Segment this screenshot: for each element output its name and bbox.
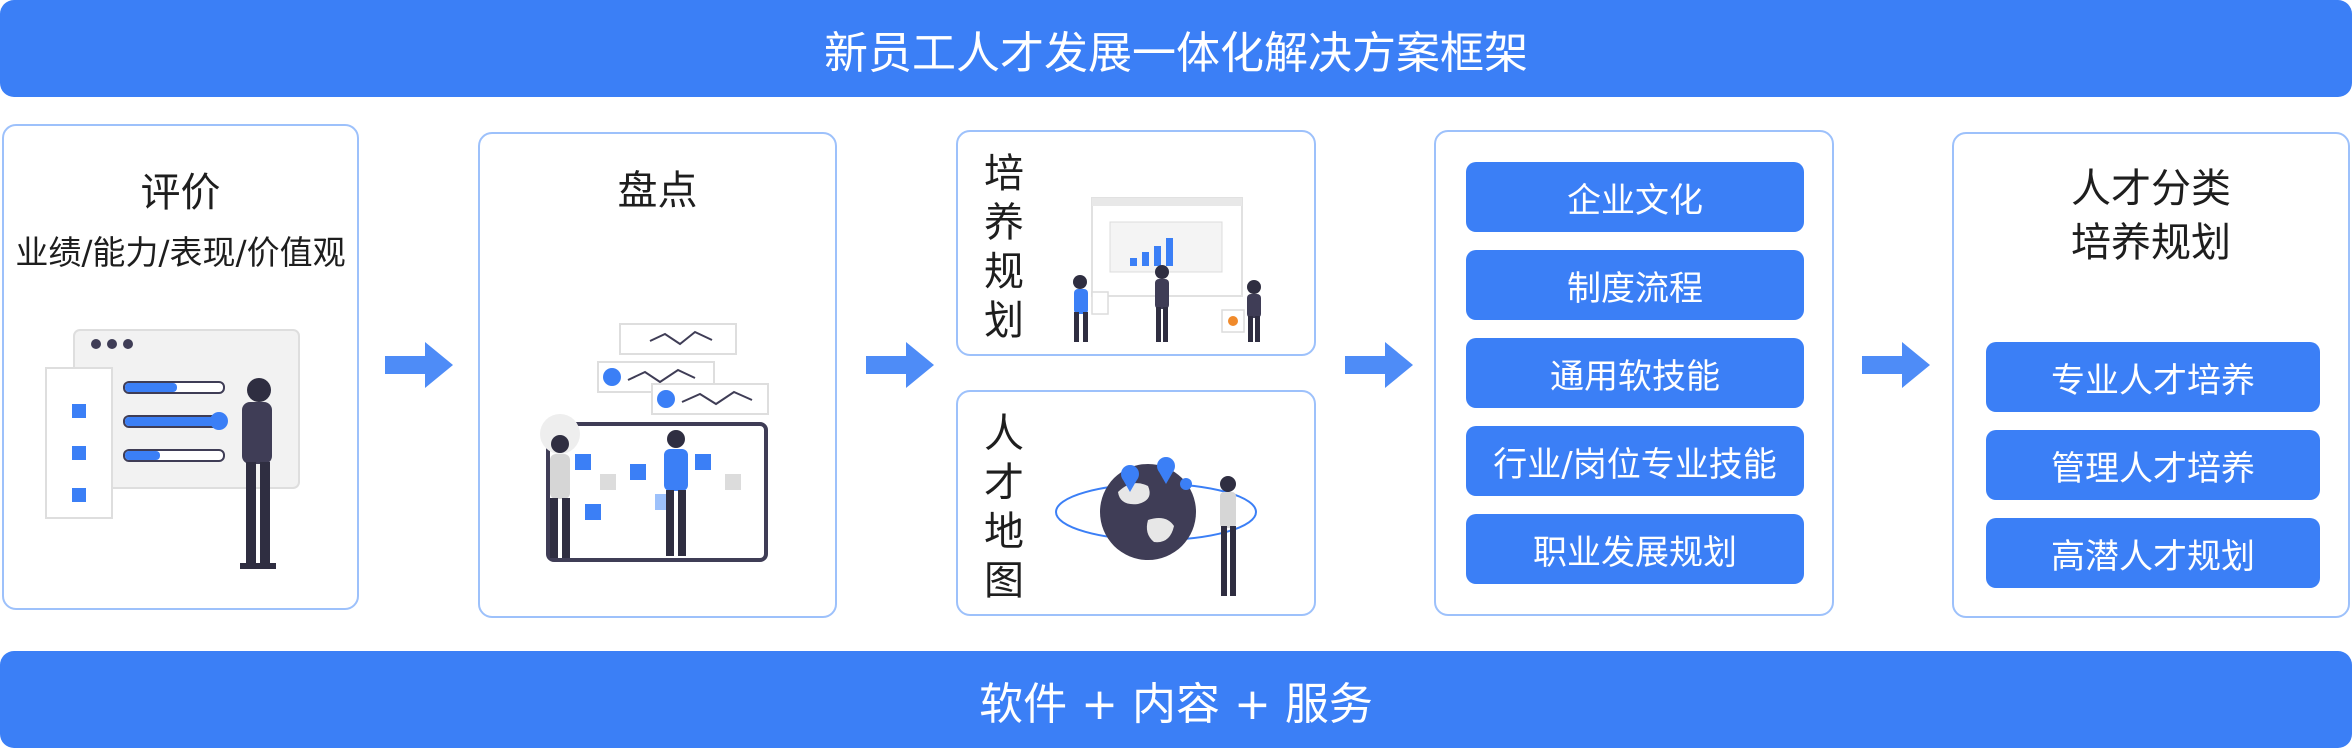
classification-item-professional: 专业人才培养 [1986, 342, 2320, 412]
training-plan-char: 培 [984, 151, 1024, 197]
classification-title-line1: 人才分类 [2071, 166, 2231, 212]
header-title: 新员工人才发展一体化解决方案框架 [824, 27, 1528, 79]
training-plan-char: 养 [984, 200, 1024, 246]
talent-map-char: 地 [984, 509, 1024, 555]
panel-content: 企业文化 制度流程 通用软技能 行业/岗位专业技能 职业发展规划 [1434, 130, 1834, 616]
content-item-professional-skills: 行业/岗位专业技能 [1466, 426, 1804, 496]
panel-training-plan: 培 养 规 划 [956, 130, 1316, 356]
talent-map-char: 才 [984, 460, 1024, 506]
panel-inventory: 盘点 [478, 132, 837, 618]
talent-map-vertical-title: 人 才 地 图 [982, 410, 1026, 606]
evaluation-title: 评价 [140, 170, 221, 216]
content-item-career-planning: 职业发展规划 [1466, 514, 1804, 584]
talent-map-char: 人 [984, 411, 1024, 457]
arrow-right-icon [866, 342, 934, 388]
training-plan-vertical-title: 培 养 规 划 [982, 150, 1026, 346]
content-item-corporate-culture: 企业文化 [1466, 162, 1804, 232]
panel-talent-map: 人 才 地 图 [956, 390, 1316, 616]
inventory-title: 盘点 [617, 168, 698, 214]
arrow-right-icon [385, 342, 453, 388]
arrow-right-icon [1345, 342, 1413, 388]
classification-item-high-potential: 高潜人才规划 [1986, 518, 2320, 588]
classification-item-management: 管理人才培养 [1986, 430, 2320, 500]
talent-map-char: 图 [984, 558, 1024, 604]
classification-title-line2: 培养规划 [2071, 220, 2231, 266]
evaluation-subtitle: 业绩/能力/表现/价值观 [15, 233, 346, 272]
inventory-illustration [540, 323, 769, 562]
panel-classification: 人才分类 培养规划 专业人才培养 管理人才培养 高潜人才规划 [1952, 132, 2350, 618]
content-item-soft-skills: 通用软技能 [1466, 338, 1804, 408]
training-plan-char: 划 [984, 298, 1024, 344]
training-plan-illustration [1073, 197, 1261, 342]
footer-banner: 软件 + 内容 + 服务 [0, 651, 2352, 748]
header-banner: 新员工人才发展一体化解决方案框架 [0, 0, 2352, 97]
training-plan-char: 规 [984, 249, 1024, 295]
talent-map-illustration [1055, 457, 1257, 596]
arrow-right-icon [1862, 342, 1930, 388]
content-item-policies-processes: 制度流程 [1466, 250, 1804, 320]
footer-title: 软件 + 内容 + 服务 [979, 678, 1373, 730]
evaluation-illustration [45, 329, 300, 569]
panel-evaluation: 评价 业绩/能力/表现/价值观 [2, 124, 359, 610]
